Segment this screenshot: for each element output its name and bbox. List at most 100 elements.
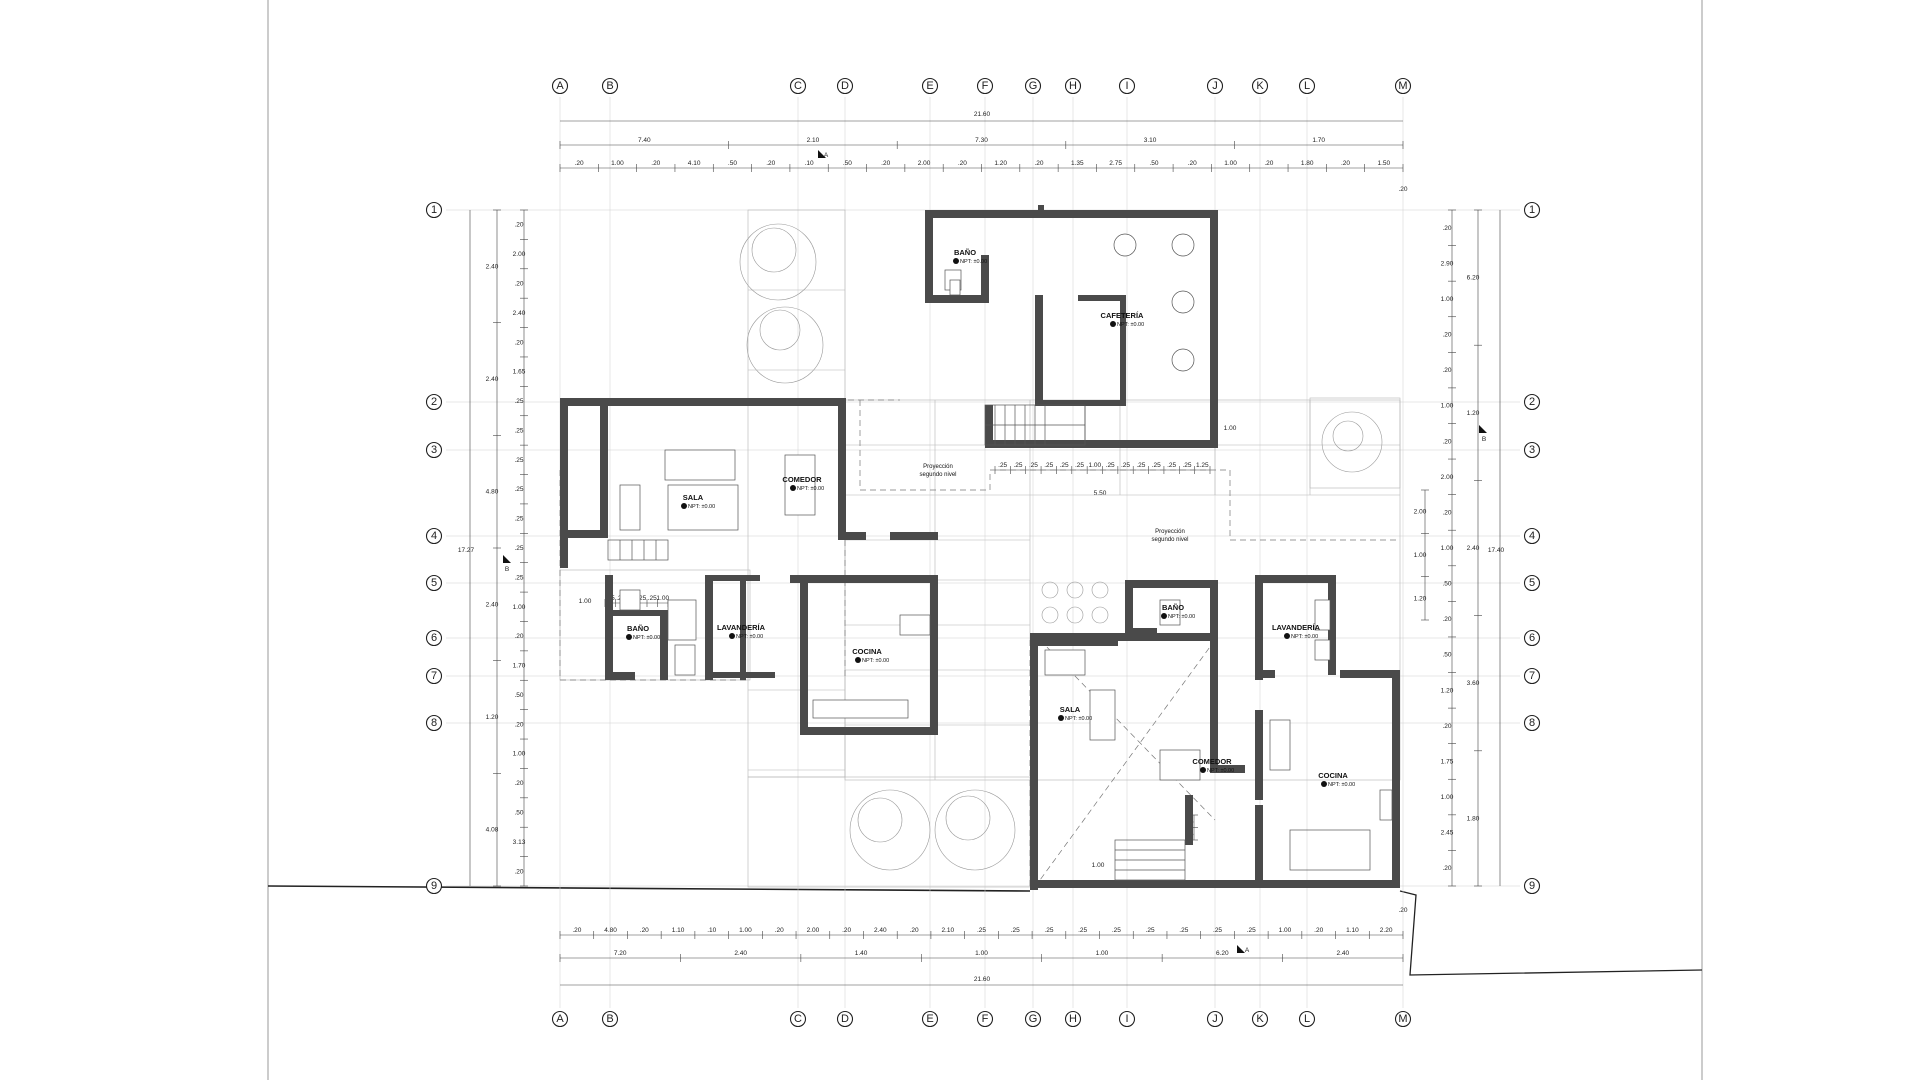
axis-bubble-col-G: G	[1024, 77, 1042, 95]
dimension-value: .20	[1442, 616, 1451, 623]
dimension-value: .25	[514, 574, 523, 581]
dimension-value: 3.60	[1467, 680, 1480, 687]
axis-label: C	[794, 80, 802, 92]
dimension-value: .50	[843, 160, 852, 167]
axis-label: H	[1069, 1013, 1077, 1025]
dimension-value: .25	[1146, 927, 1155, 934]
dimension-value: 2.40	[734, 950, 747, 957]
room-level: NPT: ±0.00	[1168, 614, 1195, 620]
dimension-value: .20	[514, 780, 523, 787]
dimension-value: .50	[514, 810, 523, 817]
dimension-value: 2.40	[486, 376, 499, 383]
axis-label: A	[556, 80, 564, 92]
dimension-value: .25	[1014, 462, 1023, 469]
axis-bubble-row-6: 6	[1523, 629, 1541, 647]
dimension-value: .25	[1136, 462, 1145, 469]
dimension-value: .25	[1121, 462, 1130, 469]
dimension-value: .20	[1442, 865, 1451, 872]
room-name: COCINA	[852, 647, 882, 656]
dimension-value: 3.13	[513, 839, 526, 846]
axis-bubble-col-H: H	[1064, 77, 1082, 95]
axis-label: F	[982, 80, 989, 92]
dimension-value: 1.20	[1414, 595, 1427, 602]
dimension-value: .25	[1075, 462, 1084, 469]
dim-right-total: 17.40	[1488, 547, 1505, 554]
axis-bubble-row-5: 5	[1523, 574, 1541, 592]
dimension-value: 1.00	[579, 598, 592, 605]
axis-label: L	[1304, 1013, 1310, 1025]
axis-bubble-row-7: 7	[1523, 667, 1541, 685]
axis-bubble-col-A: A	[551, 1010, 569, 1028]
grid-lines-vertical	[559, 97, 1404, 1008]
axis-label: B	[606, 80, 613, 92]
dim-right-detail: .202.901.00.20.201.00.202.00.201.00.50.2…	[1441, 209, 1456, 887]
dimension-value: 1.20	[994, 160, 1007, 167]
axis-bubble-col-K: K	[1251, 1010, 1269, 1028]
dimension-value: 6.20	[1216, 950, 1229, 957]
axis-label: 9	[431, 880, 437, 892]
dimension-value: 3.10	[1144, 137, 1157, 144]
axis-label: 9	[1529, 880, 1535, 892]
dimension-value: .50	[514, 692, 523, 699]
axis-label: E	[926, 1013, 933, 1025]
dimension-value: .20	[640, 927, 649, 934]
dimension-value: 2.90	[1441, 260, 1454, 267]
axis-label: C	[794, 1013, 802, 1025]
axis-bubble-col-D: D	[836, 77, 854, 95]
dimension-value: 2.00	[1414, 509, 1427, 516]
dimension-value: .25	[648, 595, 657, 602]
dimension-value: 1.20	[486, 714, 499, 721]
axis-bubble-col-H: H	[1064, 1010, 1082, 1028]
axis-bubble-row-3: 3	[425, 441, 443, 459]
dimension-value: 1.00	[1279, 927, 1292, 934]
axis-label: 6	[1529, 632, 1535, 644]
dimension-value: 1.00	[513, 751, 526, 758]
furniture	[619, 233, 1393, 871]
dimension-value: .25	[514, 545, 523, 552]
dimension-value: 2.10	[941, 927, 954, 934]
axis-bubble-col-C: C	[789, 77, 807, 95]
dimension-value: .25	[977, 927, 986, 934]
dimension-value: .20	[1398, 907, 1407, 914]
dimension-value: .25	[1044, 462, 1053, 469]
axis-bubble-col-M: M	[1394, 77, 1412, 95]
dimension-value: 1.00	[513, 604, 526, 611]
section-mark-a-bottom-label: A	[1245, 947, 1250, 954]
projection-note-2-line2: segundo nivel	[1151, 537, 1188, 543]
room-level: NPT: ±0.00	[1117, 322, 1144, 328]
dimension-value: .20	[766, 160, 775, 167]
dim-stair-top-total: 5.50	[1094, 490, 1107, 497]
dimension-value: 1.00	[1088, 462, 1101, 469]
dimension-value: 1.50	[1378, 160, 1391, 167]
dimension-value: 5.50	[1094, 490, 1107, 497]
dimension-value: 2.00	[513, 251, 526, 258]
axis-bubble-row-1: 1	[1523, 201, 1541, 219]
axis-label: A	[556, 1013, 564, 1025]
dim-left-detail: .202.00.202.40.201.65.25.25.25.25.25.25.…	[513, 209, 528, 887]
dimension-value: 6.20	[1467, 275, 1480, 282]
axis-label: J	[1212, 80, 1218, 92]
dimension-value: .20	[1442, 509, 1451, 516]
dimension-value: 2.75	[1109, 160, 1122, 167]
axis-label: D	[841, 80, 849, 92]
dimension-value: .25	[1182, 462, 1191, 469]
axis-bubble-col-F: F	[976, 1010, 994, 1028]
room-name: CAFETERÍA	[1101, 311, 1145, 320]
dimension-value: 1.40	[855, 950, 868, 957]
dimension-value: .20	[1442, 367, 1451, 374]
axis-label: M	[1398, 80, 1407, 92]
dimension-value: .20	[958, 160, 967, 167]
trees	[739, 223, 1383, 871]
dimension-value: 4.08	[486, 827, 499, 834]
axis-bubble-col-L: L	[1298, 77, 1316, 95]
projection-note-1-line2: segundo nivel	[919, 472, 956, 478]
axis-label: L	[1304, 80, 1310, 92]
room-name: COMEDOR	[782, 475, 822, 484]
axis-bubble-row-4: 4	[425, 527, 443, 545]
